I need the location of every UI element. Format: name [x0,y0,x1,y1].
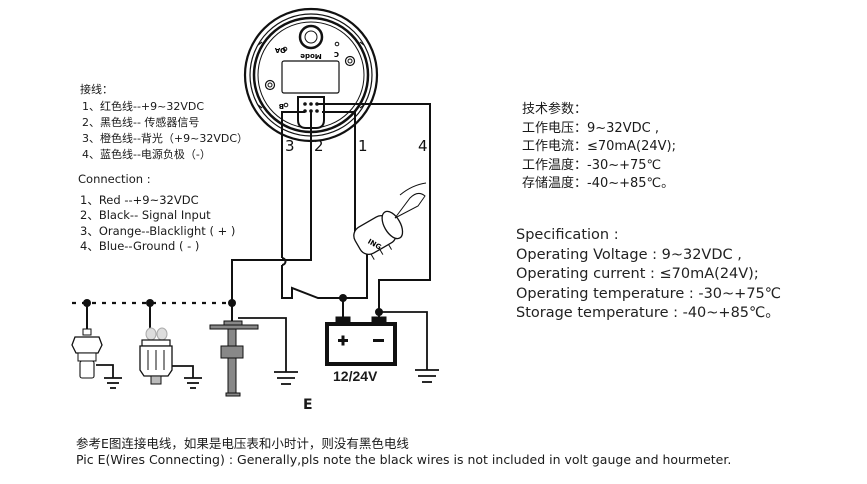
spec-cn-op-temp: 工作温度：-30~+75℃ [522,157,662,173]
wiring-legend-cn-title: 接线： [80,83,113,96]
spec-en-op-temp: Operating temperature : -30~+75℃ [516,285,782,302]
wiring-legend-en: Connection : 1、Red --+9~32VDC 2、Black-- … [78,172,235,255]
wire-number-3: 3 [285,137,295,155]
wiring-legend-cn: 接线： 1、红色线--+9~32VDC 2、黑色线-- 传感器信号 3、橙色线-… [80,82,248,163]
spec-cn-voltage: 工作电压：9~32VDC , [522,120,659,136]
wires [231,103,431,312]
spec-cn-storage-temp: 存储温度：-40~+85℃。 [522,176,675,191]
specification-cn: 技术参数： 工作电压：9~32VDC , 工作电流：≤70mA(24V); 工作… [522,101,676,194]
spec-en-voltage: Operating Voltage : 9~32VDC , [516,246,742,263]
b-label: B [279,102,284,110]
level-sender [209,303,298,397]
spec-en-storage-temp: Storage temperature : -40~+85℃。 [516,305,780,321]
wire-number-1: 1 [358,137,368,155]
oa-label: OA [274,46,286,54]
wiring-en-item-1: 1、Red --+9~32VDC [80,192,199,207]
wiring-en-item-3: 3、Orange--Blacklight ( + ) [80,223,236,238]
wire-number-2: 2 [314,137,324,155]
mode-label: Mode [300,52,322,60]
wiring-en-item-4: 4、Blue--Ground ( - ) [80,239,200,253]
battery-voltage-label: 12/24V [333,368,378,384]
ignition-switch [353,182,427,260]
spec-cn-title: 技术参数： [522,102,588,117]
figure-label: E [303,397,313,413]
wire-number-4: 4 [418,137,428,155]
specification-en: Specification : Operating Voltage : 9~32… [516,226,781,324]
footer-note-en: Pic E(Wires Connecting) : Generally,pls … [76,452,732,467]
pressure-sender [139,303,202,389]
battery [325,298,439,383]
wiring-cn-item-3: 3、橙色线--背光（+9~32VDC） [82,132,249,145]
wiring-cn-item-4: 4、蓝色线--电源负极（-） [82,148,211,161]
footer-note-cn: 参考E图连接电线，如果是电压表和小时计，则没有黑色电线 [76,436,409,451]
spec-cn-current: 工作电流：≤70mA(24V); [522,139,676,154]
wiring-legend-en-title: Connection : [78,172,151,186]
spec-en-current: Operating current : ≤70mA(24V); [516,266,759,282]
temperature-sender [71,303,122,389]
c-label: C [334,50,339,58]
wiring-cn-item-1: 1、红色线--+9~32VDC [82,100,205,113]
wiring-en-item-2: 2、Black-- Signal Input [80,208,211,222]
wiring-cn-item-2: 2、黑色线-- 传感器信号 [82,116,200,129]
spec-en-title: Specification : [516,227,619,243]
